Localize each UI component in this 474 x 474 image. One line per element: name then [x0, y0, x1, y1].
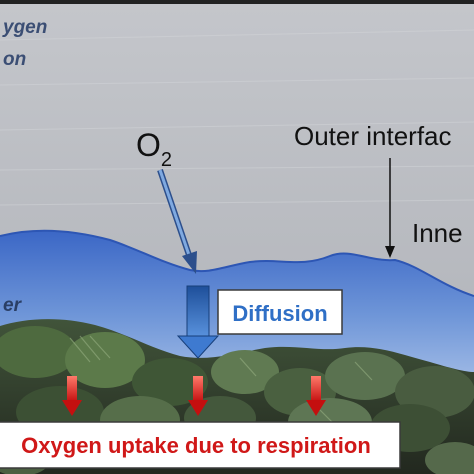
top-border [0, 0, 474, 4]
uptake-label: Oxygen uptake due to respiration [21, 433, 371, 458]
water-layer-label: er [3, 295, 23, 316]
outer-interface-label: Outer interfac [294, 121, 452, 151]
air-texture [0, 29, 474, 206]
water-surface-line [0, 229, 474, 297]
uptake-label-box: Oxygen uptake due to respiration [0, 421, 401, 469]
inner-interface-label: Inne [412, 218, 463, 248]
corner-title-line1: ygen [2, 17, 47, 38]
corner-title-line2: on [3, 49, 26, 70]
o2-diffusion-arrow [157, 169, 197, 274]
uptake-arrow-1 [62, 376, 82, 416]
uptake-arrow-2 [188, 376, 208, 416]
rock-highlights [69, 335, 373, 429]
diffusion-label-box: Diffusion [217, 289, 343, 335]
uptake-arrow-3 [306, 376, 326, 416]
diffusion-label: Diffusion [232, 301, 327, 326]
o2-label: O2 [136, 127, 172, 171]
diffusion-arrow [176, 285, 220, 359]
outer-interface-pointer [385, 158, 395, 258]
